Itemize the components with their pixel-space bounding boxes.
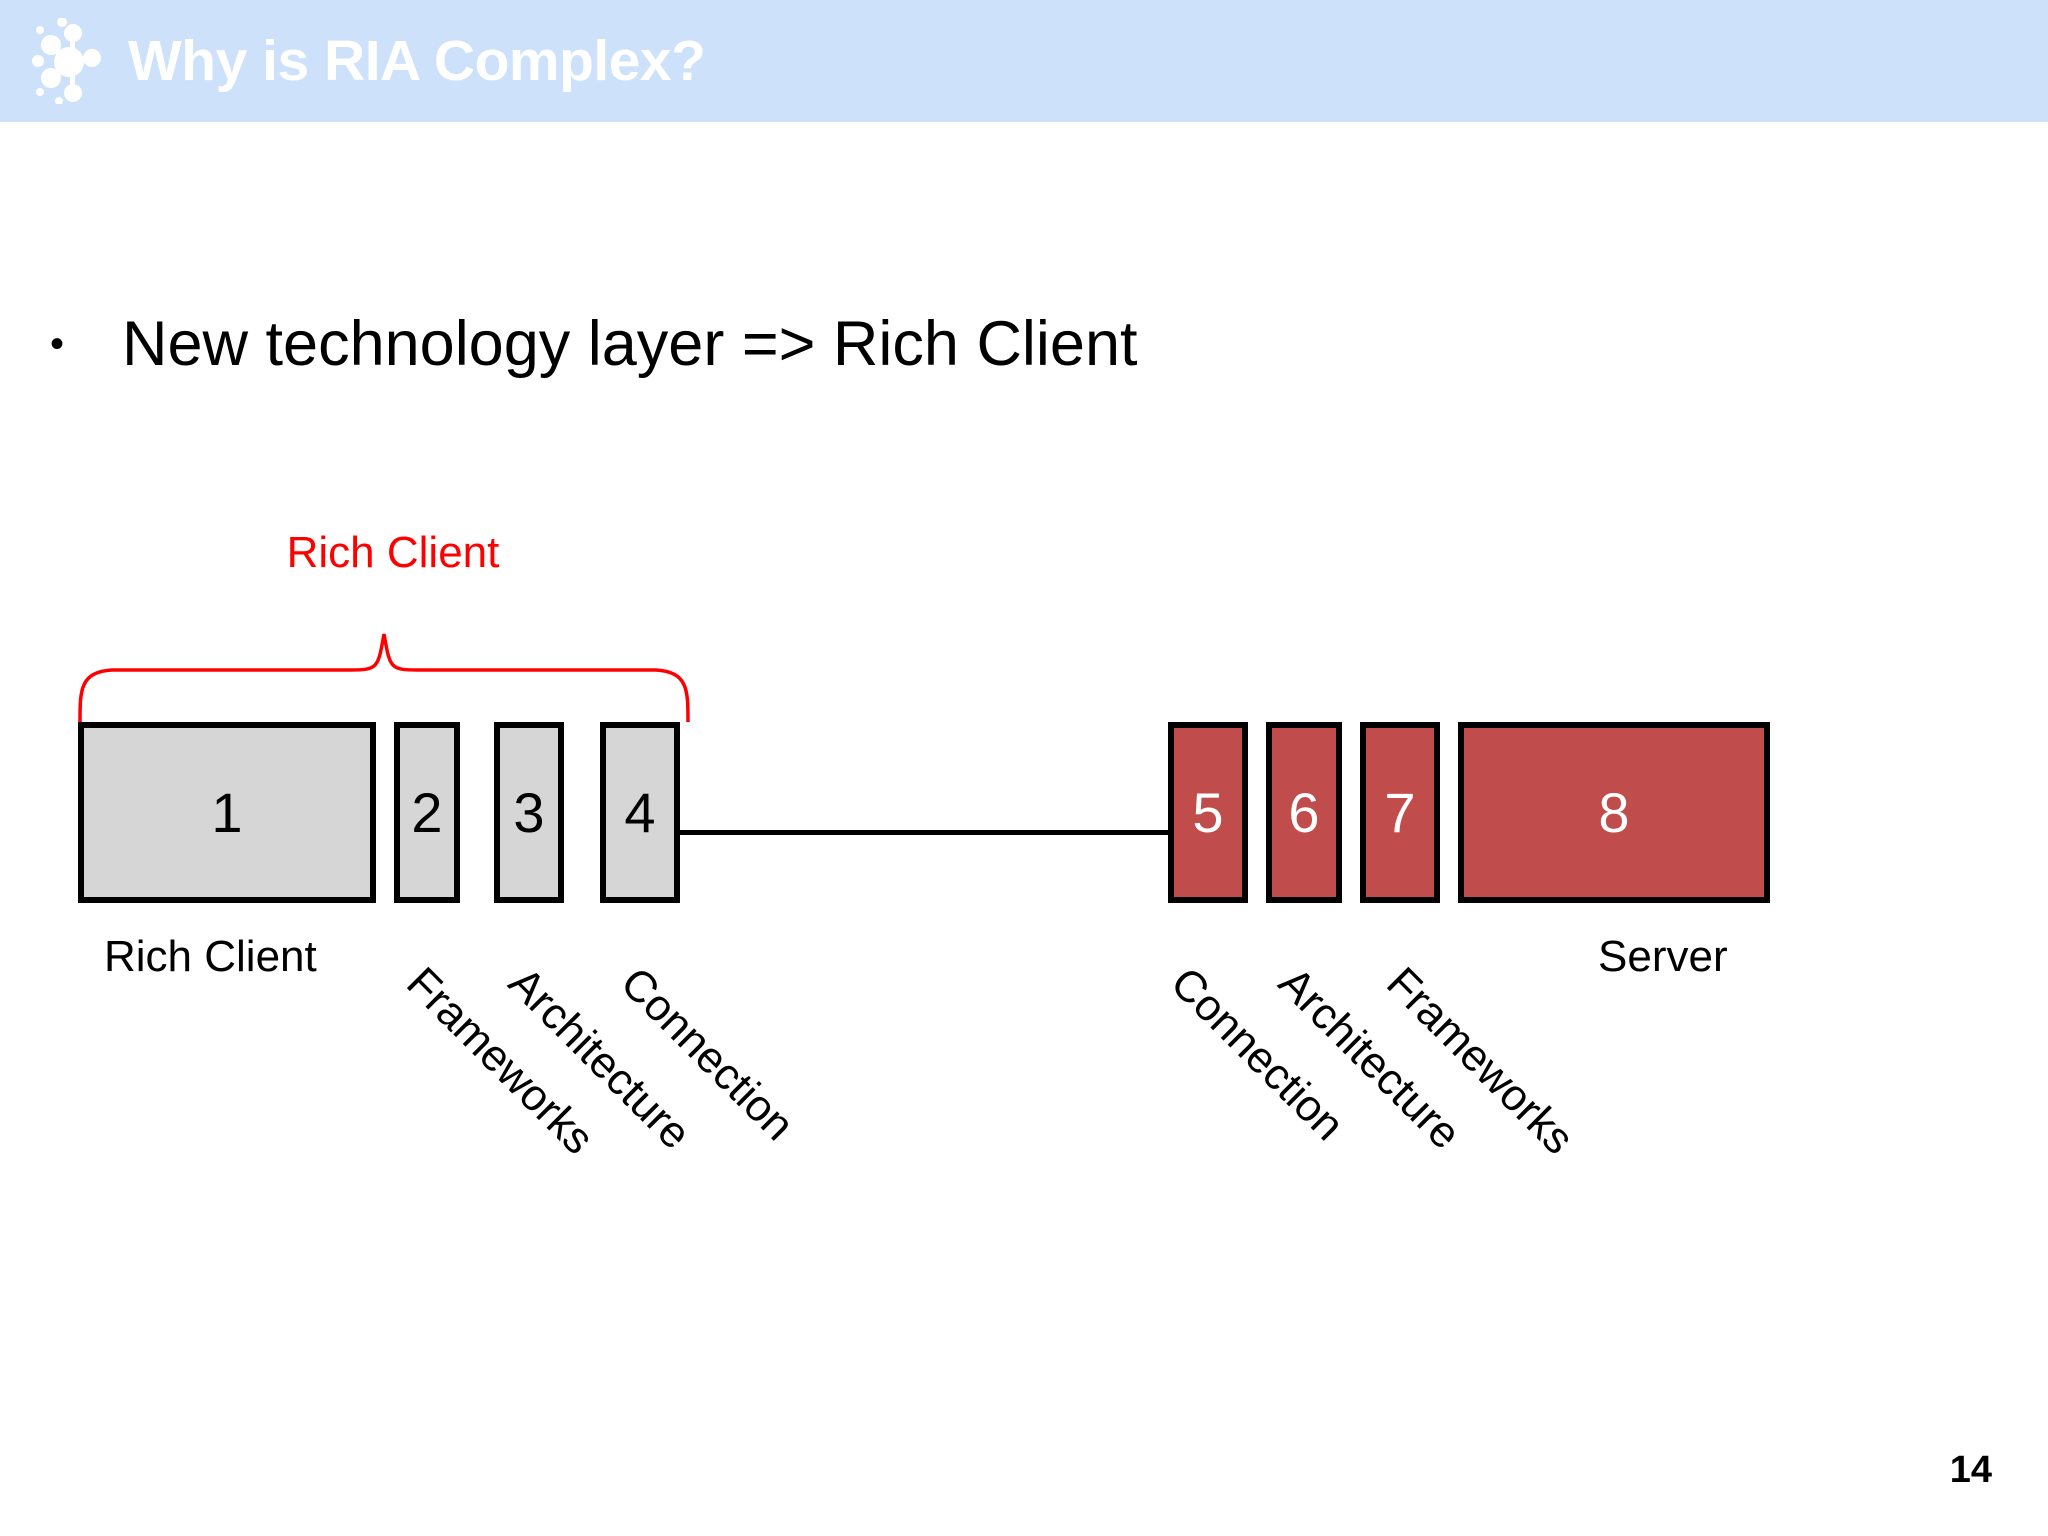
page-number: 14: [1949, 1449, 1992, 1491]
server-box-7-number: 7: [1384, 780, 1416, 844]
client-box-2[interactable]: 2: [394, 722, 460, 903]
caption-server: Server: [1598, 932, 1728, 981]
server-box-5-number: 5: [1192, 780, 1224, 844]
client-server-connector: [680, 830, 1170, 835]
server-box-6[interactable]: 6: [1266, 722, 1342, 903]
client-box-2-number: 2: [411, 780, 443, 844]
client-box-3-number: 3: [513, 780, 545, 844]
bullet-text: New technology layer => Rich Client: [122, 309, 1138, 379]
server-box-6-number: 6: [1288, 780, 1320, 844]
bullet-marker: •: [50, 322, 65, 366]
client-box-1[interactable]: 1: [78, 722, 376, 903]
molecule-icon: [26, 17, 112, 105]
server-box-5[interactable]: 5: [1168, 722, 1248, 903]
client-box-1-number: 1: [211, 780, 243, 844]
client-box-4-number: 4: [624, 780, 656, 844]
server-box-8-number: 8: [1598, 780, 1630, 844]
brace-label-rich-client: Rich Client: [286, 528, 500, 577]
server-box-8[interactable]: 8: [1458, 722, 1770, 903]
client-box-4[interactable]: 4: [600, 722, 680, 903]
client-box-3[interactable]: 3: [494, 722, 564, 903]
bullet-item: • New technology layer => Rich Client: [50, 308, 1138, 380]
server-box-7[interactable]: 7: [1360, 722, 1440, 903]
page-title: Why is RIA Complex?: [128, 29, 706, 93]
slide-header-bar: Why is RIA Complex?: [0, 0, 2048, 122]
caption-rich-client: Rich Client: [104, 932, 317, 981]
rich-client-brace: [78, 633, 690, 723]
